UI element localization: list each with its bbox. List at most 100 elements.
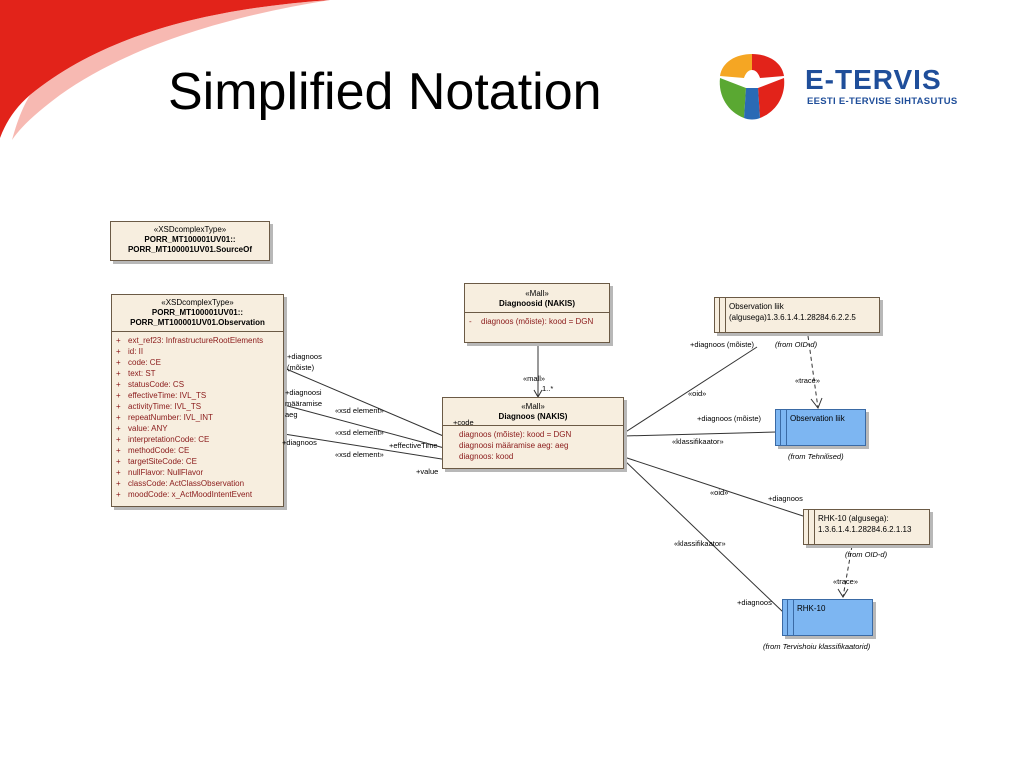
observation-attribute: + effectiveTime: IVL_TS [116,390,279,401]
attr-visibility-icon: + [116,402,121,411]
observation-attributes: + ext_ref23: InfrastructureRootElements + i… [112,331,283,503]
attr-text: interpretationCode: CE [128,435,210,444]
diagnoos-attributes: diagnoos (mõiste): kood = DGN diagnoosi m… [443,425,623,465]
from-oid-label-1: (from OID-d) [775,340,818,349]
attr-visibility-icon: + [116,380,121,389]
attr-text: methodCode: CE [128,446,190,455]
klassifikaator-label-2: «klassifikaator» [674,539,726,548]
attr-text: repeatNumber: IVL_INT [128,413,213,422]
note-line-2: (algusega)1.3.6.1.4.1.28284.6.2.2.5 [729,313,856,322]
from-oid-label-2: (from OID-d) [845,550,888,559]
observation-attribute: + statusCode: CS [116,379,279,390]
rhk-oid-note: RHK-10 (algusega): 1.3.6.1.4.1.28284.6.2… [803,509,930,545]
attr-visibility-icon: + [116,446,121,455]
trace-label-2: «trace» [833,577,859,586]
observation-liik-from: (from Tehnilised) [788,452,844,461]
attr-visibility-icon: + [116,490,121,499]
oid-label-1: «oid» [688,389,707,398]
attr-visibility-icon: + [116,479,121,488]
attr-text: effectiveTime: IVL_TS [128,391,207,400]
oid-label-2: «oid» [710,488,729,497]
role-diagnoos-rhk-blue: +diagnoos [737,598,772,607]
role-diagnoosi: +diagnoosi [285,388,322,397]
mall-label: «mall» [523,374,546,383]
attr-text: diagnoos (mõiste): kood = DGN [481,317,594,326]
attr-visibility: - [469,317,472,326]
role-diagnoos-moiste-blue: +diagnoos (mõiste) [697,414,761,423]
attr-visibility-icon: + [116,336,121,345]
attr-text: ext_ref23: InfrastructureRootElements [128,336,264,345]
attr-text: statusCode: CS [128,380,185,389]
klassifikaator-label-1: «klassifikaator» [672,437,724,446]
xsd-element-label-1: «xsd element» [335,406,384,415]
diagnoos-attribute: diagnoos: kood [459,452,514,461]
observation-attribute: + classCode: ActClassObservation [116,478,279,489]
sourceof-name-1: PORR_MT100001UV01:: [144,235,236,244]
role-diagnoos-plain: +diagnoos [282,438,317,447]
observation-attribute: + nullFlavor: NullFlavor [116,467,279,478]
attr-visibility-icon: + [116,413,121,422]
corner-swoosh [0,0,330,140]
code-port-label: +code [453,418,474,427]
rhk-note-line-1: RHK-10 (algusega): [818,514,889,523]
observation-attribute: + id: II [116,346,279,357]
diagnoosid-name: Diagnoosid (NAKIS) [499,299,575,308]
logo-subtitle: EESTI E-TERVISE SIHTASUTUS [807,96,958,107]
attr-visibility-icon: + [116,435,121,444]
observation-name-2: PORR_MT100001UV01.Observation [130,318,265,327]
observation-attribute: +code: CE [116,357,279,368]
attr-text: id: II [128,347,144,356]
role-value: +value [416,467,439,476]
attr-visibility-icon: + [116,347,121,356]
role-effective-time: +effectiveTime [389,441,438,450]
sourceof-class-box: «XSDcomplexType» PORR_MT100001UV01:: POR… [110,221,270,261]
xsd-element-label-2: «xsd element» [335,428,384,437]
sourceof-name-2: PORR_MT100001UV01.SourceOf [127,245,253,254]
observation-class-box: «XSDcomplexType» PORR_MT100001UV01:: POR… [111,294,284,507]
diagnoosid-stereotype: «Mall» [525,289,549,298]
observation-attribute: + activityTime: IVL_TS [116,401,279,412]
observation-stereotype: «XSDcomplexType» [161,298,234,307]
observation-attribute: + moodCode: x_ActMoodIntentEvent [116,489,279,500]
attr-text: nullFlavor: NullFlavor [128,468,204,477]
role-maaramise: määramise [285,399,323,408]
role-aeg: aeg [285,410,298,419]
observation-name-1: PORR_MT100001UV01:: [151,308,244,317]
observation-attribute: + interpretationCode: CE [116,434,279,445]
e-tervis-logo-icon [719,54,785,120]
xsd-element-label-3: «xsd element» [335,450,384,459]
rhk-10-class: RHK-10 [782,599,873,636]
multiplicity-label: 1..* [542,384,554,393]
attr-text: targetSiteCode: CE [128,457,197,466]
attr-text: activityTime: IVL_TS [128,402,202,411]
attr-visibility-icon: + [116,468,121,477]
observation-attribute: + methodCode: CE [116,445,279,456]
observation-attribute: + ext_ref23: InfrastructureRootElements [116,335,279,346]
diagnoos-attribute: diagnoosi määramise aeg: aeg [459,441,569,450]
diagnoos-stereotype: «Mall» [521,402,545,411]
role-diagnoos-moiste-top: +diagnoos (mõiste) [690,340,754,349]
observation-attribute: + value: ANY [116,423,279,434]
role-moiste: (mõiste) [287,363,315,372]
attr-text: text: ST [128,369,156,378]
diagnoos-name: Diagnoos (NAKIS) [498,412,568,421]
attr-visibility-icon: + [116,358,121,367]
attr-text: classCode: ActClassObservation [128,479,245,488]
attr-visibility-icon: + [116,424,121,433]
diagnoos-class-box: «Mall» Diagnoos (NAKIS) +code diagnoos (… [442,397,624,469]
rhk-note-line-2: 1.3.6.1.4.1.28284.6.2.1.13 [818,525,912,534]
note-line-1: Observation liik [729,302,784,311]
attr-text: value: ANY [128,424,168,433]
diagnoos-attribute: diagnoos (mõiste): kood = DGN [459,430,572,439]
observation-attribute: +targetSiteCode: CE [116,456,279,467]
attr-text: moodCode: x_ActMoodIntentEvent [128,490,253,499]
observation-liik-class: Observation liik [775,409,866,446]
attr-visibility-icon: + [116,369,121,378]
observation-attribute: + text: ST [116,368,279,379]
rhk-10-name: RHK-10 [797,604,826,613]
observation-liik-name: Observation liik [790,414,845,423]
attr-visibility-icon: + [116,391,121,400]
sourceof-stereotype: «XSDcomplexType» [153,225,227,234]
logo-name: E-TERVIS [805,64,942,95]
